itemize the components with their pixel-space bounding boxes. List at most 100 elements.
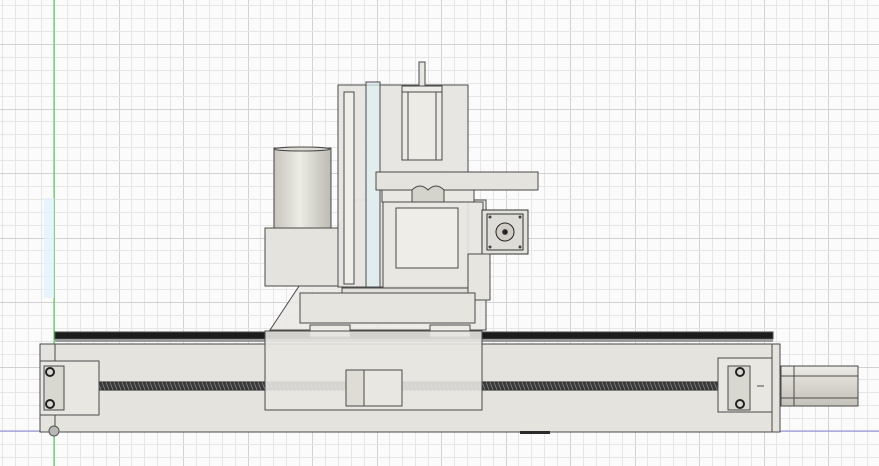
thread-line [621,381,626,391]
thread-line [689,381,694,391]
thread-line [161,381,166,391]
gantry-carriage[interactable] [299,292,476,324]
thread-line [149,381,154,391]
thread-line [185,381,190,391]
thread-line [629,381,634,391]
spindle-cylinder-top [273,146,331,152]
thread-line [493,381,498,391]
spindle-motor-cylinder[interactable] [273,147,332,229]
stepper-bolt [488,215,492,219]
thread-line [701,381,706,391]
thread-line [529,381,534,391]
thread-line [209,381,214,391]
thread-line [537,381,542,391]
thread-line [649,381,654,391]
y-axis-arm-nut [411,185,445,203]
thread-line [221,381,226,391]
thread-line [509,381,514,391]
thread-line [661,381,666,391]
thread-line [101,381,106,391]
axis-highlight-strip [44,198,54,298]
thread-line [165,381,170,391]
thread-line [517,381,522,391]
thread-line [485,381,490,391]
thread-line [665,381,670,391]
thread-line [609,381,614,391]
thread-line [673,381,678,391]
thread-line [109,381,114,391]
thread-line [545,381,550,391]
thread-line [145,381,150,391]
thread-line [237,381,242,391]
thread-line [677,381,682,391]
thread-line [125,381,130,391]
thread-line [201,381,206,391]
thread-line [193,381,198,391]
thread-line [669,381,674,391]
thread-line [113,381,118,391]
left-bearing-ball [45,399,55,409]
thread-line [657,381,662,391]
thread-line [569,381,574,391]
thread-line [117,381,122,391]
z-axis-top-block[interactable] [401,85,443,161]
thread-line [153,381,158,391]
thread-line [505,381,510,391]
thread-line [129,381,134,391]
thread-line [561,381,566,391]
gantry-side-plate [467,253,491,301]
thread-line [681,381,686,391]
thread-line [205,381,210,391]
thread-line [513,381,518,391]
thread-line [709,381,714,391]
thread-line [585,381,590,391]
cnc-machine-model[interactable] [39,61,859,437]
spindle-mount-block[interactable] [264,227,344,287]
thread-line [577,381,582,391]
x-axis-motor[interactable] [780,365,859,407]
thread-line [541,381,546,391]
thread-line [173,381,178,391]
thread-line [133,381,138,391]
thread-line [533,381,538,391]
thread-line [189,381,194,391]
thread-line [573,381,578,391]
thread-line [653,381,658,391]
thread-line [249,381,254,391]
right-bearing-housing [727,365,751,411]
thread-line [105,381,110,391]
thread-line [137,381,142,391]
thread-line [601,381,606,391]
thread-line [121,381,126,391]
left-bearing-housing [43,365,65,411]
thread-line [613,381,618,391]
thread-line [553,381,558,391]
thread-line [645,381,650,391]
thread-line [257,381,262,391]
thread-line [593,381,598,391]
thread-line [213,381,218,391]
thread-line [581,381,586,391]
thread-line [625,381,630,391]
thread-line [705,381,710,391]
y-axis-arm[interactable] [375,171,539,191]
thread-line [637,381,642,391]
left-bearing-ball [45,367,55,377]
thread-line [197,381,202,391]
thread-line [501,381,506,391]
thread-line [241,381,246,391]
z-axis-shaft[interactable] [418,61,426,87]
origin-marker-icon[interactable] [48,425,60,437]
stepper-bolt [518,215,522,219]
thread-line [157,381,162,391]
thread-line [693,381,698,391]
thread-line [233,381,238,391]
right-bearing-ball [735,399,745,409]
thread-line [497,381,502,391]
thread-line [169,381,174,391]
thread-line [557,381,562,391]
lead-screw-nut-flange [363,369,403,407]
thread-line [589,381,594,391]
